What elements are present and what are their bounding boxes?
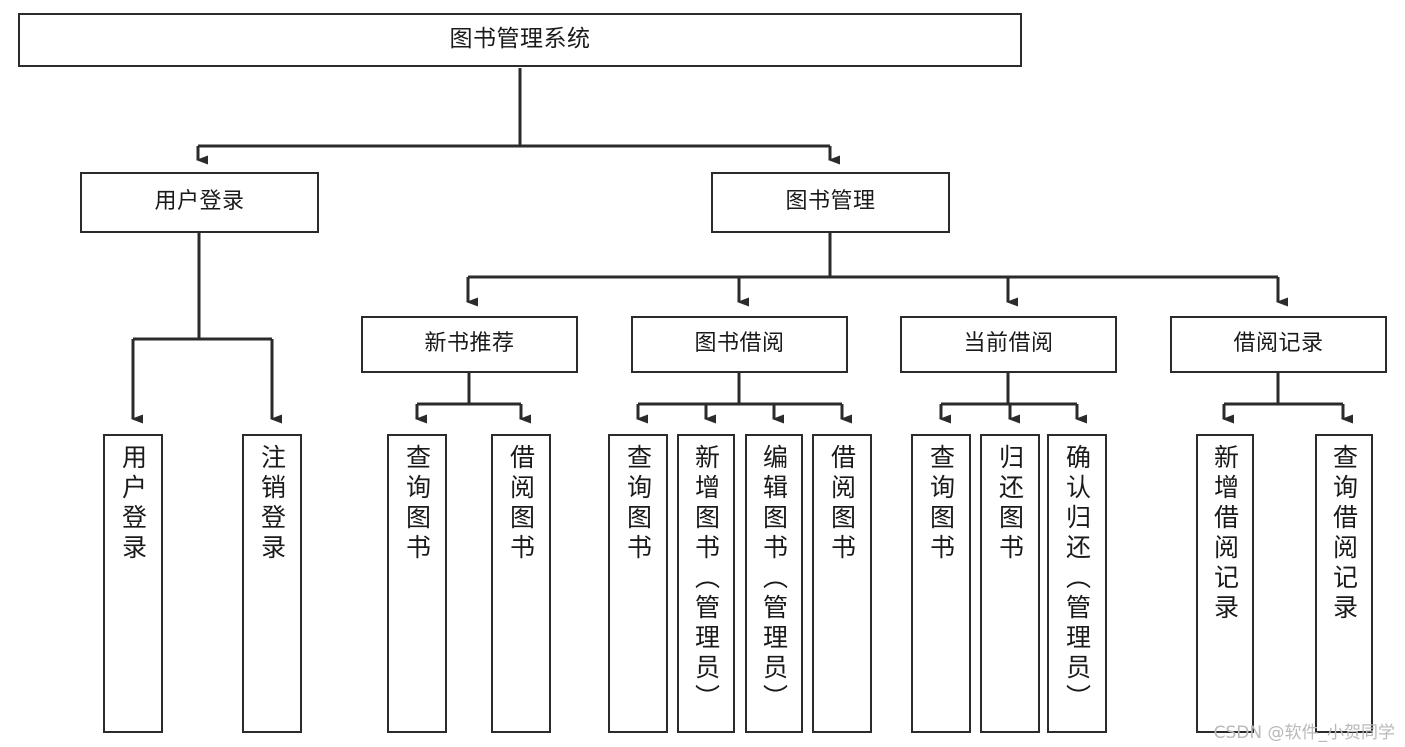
node-label: 归还图书 [995,444,1025,564]
node-label: 用户登录 [154,189,245,215]
node-current-borrow[interactable]: 当前借阅 [900,316,1117,373]
leaf-current-return-book[interactable]: 归还图书 [980,434,1040,733]
node-label: 编辑图书（管理员） [759,444,789,714]
node-label: 用户登录 [118,444,148,564]
leaf-newbook-query-book[interactable]: 查询图书 [387,434,447,733]
node-book-borrow[interactable]: 图书借阅 [631,316,848,373]
node-label: 当前借阅 [963,331,1054,357]
node-label: 确认归还（管理员） [1062,444,1092,714]
node-label: 查询图书 [402,444,432,564]
leaf-borrow-edit-book-admin[interactable]: 编辑图书（管理员） [745,434,803,733]
leaf-current-query-book[interactable]: 查询图书 [911,434,971,733]
node-label: 新增借阅记录 [1210,444,1240,624]
node-book-management[interactable]: 图书管理 [711,172,950,233]
node-label: 查询借阅记录 [1329,444,1359,624]
leaf-borrow-add-book-admin[interactable]: 新增图书（管理员） [677,434,735,733]
node-label: 新增图书（管理员） [691,444,721,714]
node-label: 注销登录 [257,444,287,564]
node-label: 借阅记录 [1233,331,1324,357]
node-label: 查询图书 [623,444,653,564]
leaf-newbook-borrow-book[interactable]: 借阅图书 [491,434,551,733]
node-root-system[interactable]: 图书管理系统 [18,13,1022,67]
node-label: 图书管理 [785,189,876,215]
leaf-record-query-borrow-record[interactable]: 查询借阅记录 [1315,434,1373,733]
node-label: 图书借阅 [694,331,785,357]
leaf-current-confirm-return-admin[interactable]: 确认归还（管理员） [1047,434,1107,733]
leaf-user-login-signout[interactable]: 注销登录 [242,434,302,733]
leaf-user-login-signin[interactable]: 用户登录 [103,434,163,733]
node-label: 借阅图书 [827,444,857,564]
node-label: 新书推荐 [424,331,515,357]
leaf-borrow-query-book[interactable]: 查询图书 [608,434,668,733]
node-label: 借阅图书 [506,444,536,564]
node-label: 图书管理系统 [449,26,591,53]
csdn-watermark: CSDN @软件_小贺同学 [1213,723,1395,743]
node-borrow-record[interactable]: 借阅记录 [1170,316,1387,373]
node-user-login[interactable]: 用户登录 [80,172,319,233]
node-new-book-recommend[interactable]: 新书推荐 [361,316,578,373]
leaf-borrow-borrow-book[interactable]: 借阅图书 [812,434,872,733]
node-label: 查询图书 [926,444,956,564]
leaf-record-add-borrow-record[interactable]: 新增借阅记录 [1196,434,1254,733]
